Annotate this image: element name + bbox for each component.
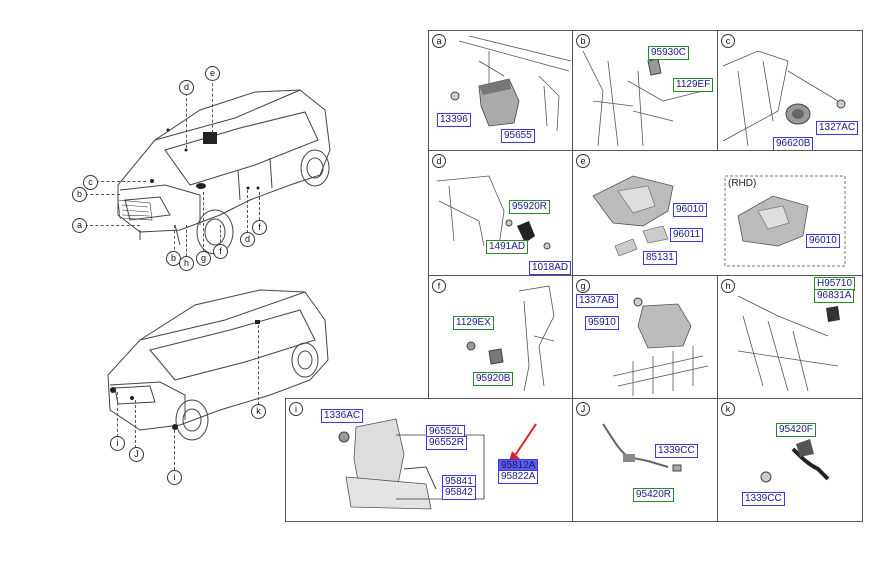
part-1339CC-k[interactable]: 1339CC <box>742 492 785 506</box>
panel-a: a 13396 95655 <box>428 30 574 152</box>
rhd-note: (RHD) <box>728 178 757 189</box>
panel-d-tag: d <box>432 154 446 168</box>
panel-b-tag: b <box>576 34 590 48</box>
top-car-drawing <box>117 89 331 255</box>
callout-j[interactable]: J <box>129 447 144 462</box>
part-1339CC[interactable]: 1339CC <box>655 444 698 458</box>
panel-a-tag: a <box>432 34 446 48</box>
part-1327AC[interactable]: 1327AC <box>816 121 859 135</box>
part-95930C[interactable]: 95930C <box>648 46 690 60</box>
part-1337AB[interactable]: 1337AB <box>576 294 618 308</box>
vehicle-overview: e d c b a b h g f d f k i J i <box>0 0 428 586</box>
callout-h[interactable]: h <box>179 256 194 271</box>
callout-d[interactable]: d <box>179 80 194 95</box>
panel-g: g 1337AB 95910 <box>572 275 719 400</box>
panel-k-drawing <box>760 439 830 483</box>
panel-i: i 1336AC 96552L 96552R 95812A 95822A 958… <box>285 398 574 522</box>
part-95655[interactable]: 95655 <box>501 129 535 143</box>
part-1018AD[interactable]: 1018AD <box>529 261 572 275</box>
part-95420R[interactable]: 95420R <box>633 488 675 502</box>
bottom-car-part-i <box>110 387 116 393</box>
panel-f-tag: f <box>432 279 446 293</box>
part-1491AD[interactable]: 1491AD <box>486 240 529 254</box>
part-13396[interactable]: 13396 <box>437 113 471 127</box>
panel-h: h H95710 96831A <box>717 275 863 400</box>
panel-c: c 1327AC 96620B <box>717 30 863 152</box>
part-95842[interactable]: 95842 <box>442 486 476 500</box>
part-96552R[interactable]: 96552R <box>426 436 468 450</box>
panel-k-tag: k <box>721 402 735 416</box>
part-85131[interactable]: 85131 <box>643 251 677 265</box>
panel-d: d 95920R 1491AD 1018AD <box>428 150 574 277</box>
panel-c-tag: c <box>721 34 735 48</box>
part-96011[interactable]: 96011 <box>670 228 704 242</box>
part-1336AC[interactable]: 1336AC <box>321 409 364 423</box>
panel-i-tag: i <box>289 402 303 416</box>
panel-h-drawing <box>737 295 840 392</box>
top-car-grille <box>117 199 153 221</box>
callout-d-lower[interactable]: d <box>240 232 255 247</box>
panel-j: J 1339CC 95420R <box>572 398 719 522</box>
panel-k: k 95420F 1339CC <box>717 398 863 522</box>
panel-e: e (RHD) 96010 96011 85131 96010 <box>572 150 863 277</box>
part-96010[interactable]: 96010 <box>673 203 707 217</box>
part-96620B[interactable]: 96620B <box>773 137 814 151</box>
part-95920B[interactable]: 95920B <box>473 372 514 386</box>
callout-k[interactable]: k <box>251 404 266 419</box>
part-95910[interactable]: 95910 <box>585 316 619 330</box>
panel-a-drawing <box>450 35 572 132</box>
callout-g[interactable]: g <box>196 251 211 266</box>
panel-h-tag: h <box>721 279 735 293</box>
callout-f-lower[interactable]: f <box>252 220 267 235</box>
callout-i[interactable]: i <box>110 436 125 451</box>
callout-a[interactable]: a <box>72 218 87 233</box>
panel-b-drawing <box>582 50 704 147</box>
part-1129EX[interactable]: 1129EX <box>453 316 494 330</box>
callout-c[interactable]: c <box>83 175 98 190</box>
panel-b: b 95930C 1129EF <box>572 30 719 152</box>
callout-f[interactable]: f <box>213 244 228 259</box>
panel-j-tag: J <box>576 402 590 416</box>
vehicle-illustrations <box>107 89 331 441</box>
part-95920R[interactable]: 95920R <box>509 200 551 214</box>
panel-d-drawing <box>436 175 551 250</box>
part-95822A[interactable]: 95822A <box>498 470 539 484</box>
part-96831A[interactable]: 96831A <box>814 289 855 303</box>
panel-g-tag: g <box>576 279 590 293</box>
panel-j-drawing <box>602 423 682 472</box>
callout-b[interactable]: b <box>72 187 87 202</box>
panel-g-drawing <box>612 297 709 396</box>
top-car-part-h <box>196 183 206 189</box>
panel-e-drawing <box>592 175 846 267</box>
callout-i-lower[interactable]: i <box>167 470 182 485</box>
callout-e[interactable]: e <box>205 66 220 81</box>
panel-c-drawing <box>722 50 846 147</box>
panel-f-drawing <box>466 285 555 392</box>
panel-f: f 1129EX 95920B <box>428 275 574 400</box>
top-car-part-e <box>203 132 217 144</box>
part-96010-rhd[interactable]: 96010 <box>806 234 840 248</box>
part-95420F[interactable]: 95420F <box>776 423 816 437</box>
bottom-car-drawing <box>107 289 329 441</box>
bottom-car-part-i2 <box>172 424 178 430</box>
panel-e-tag: e <box>576 154 590 168</box>
part-1129EF[interactable]: 1129EF <box>673 78 714 92</box>
